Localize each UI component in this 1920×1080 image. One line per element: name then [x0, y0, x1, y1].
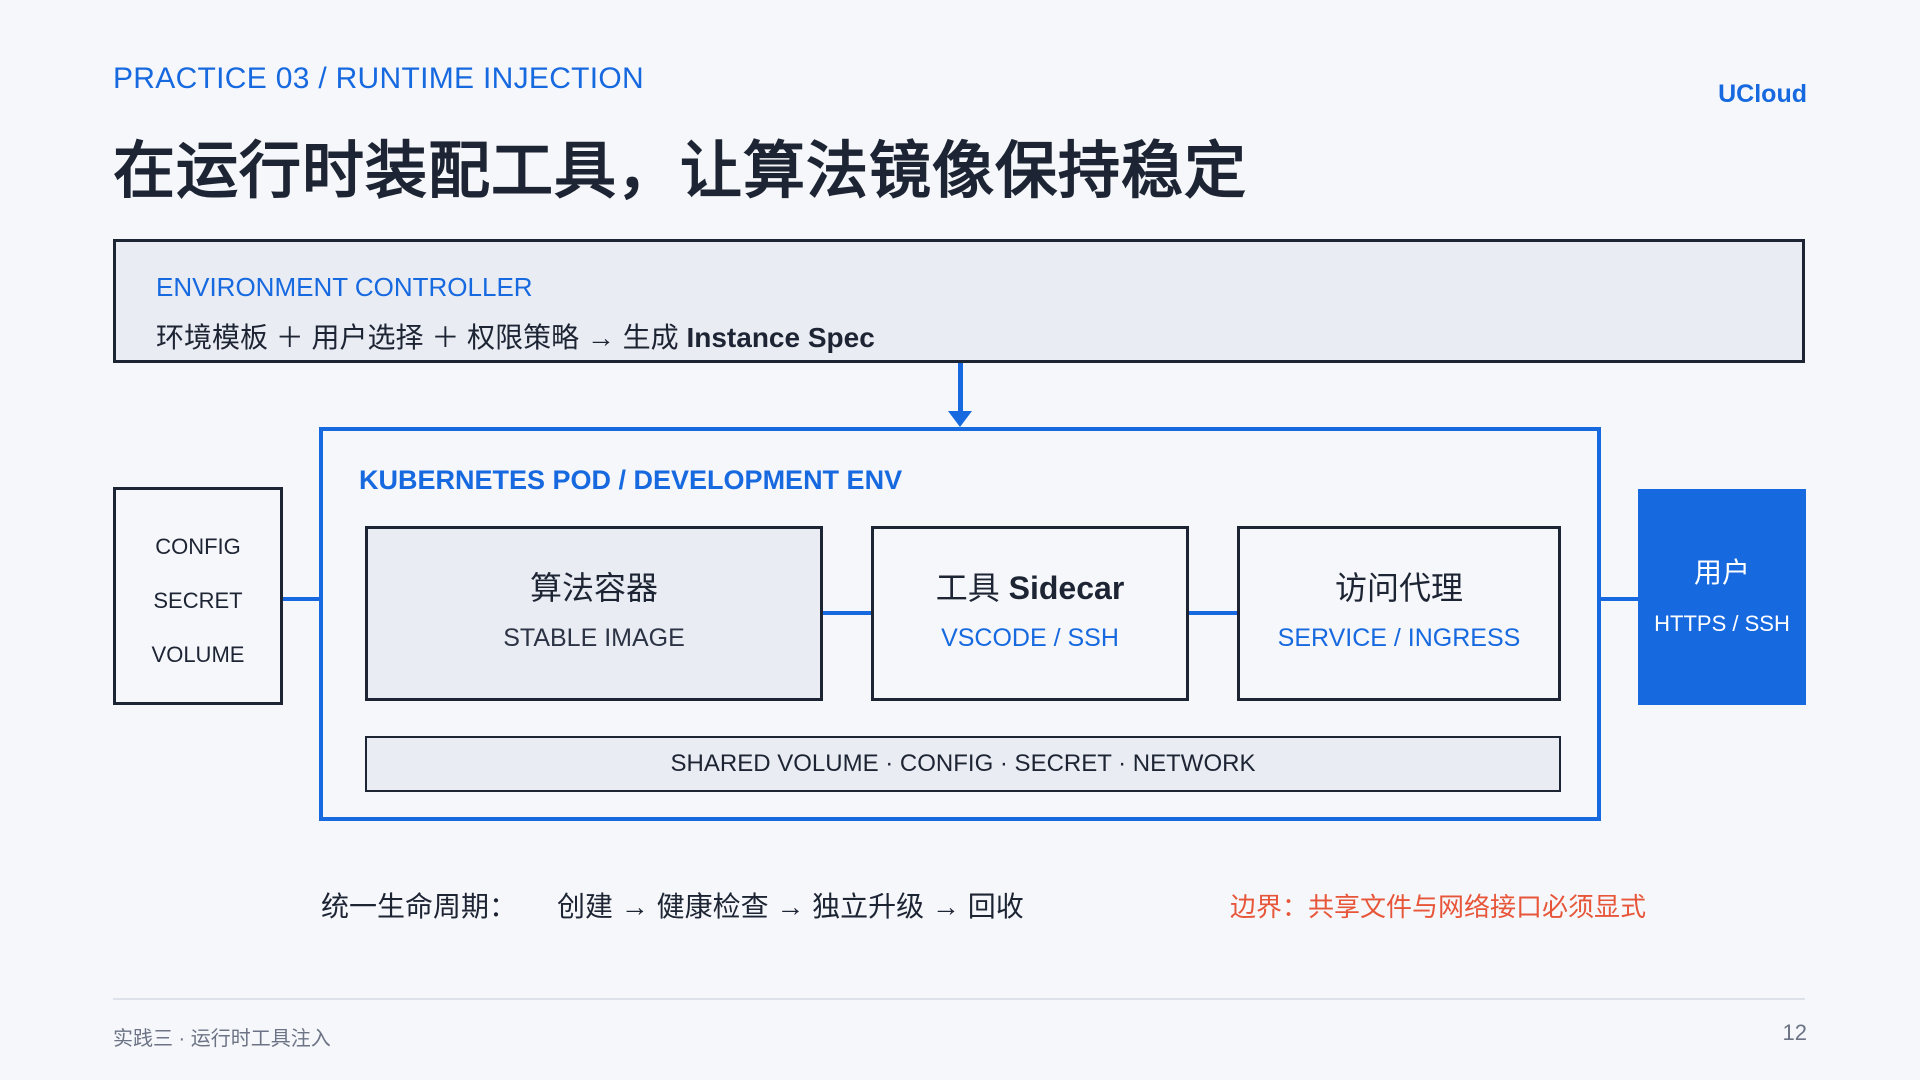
connector-algo-sidecar: [823, 611, 871, 615]
arrow-down-icon: [948, 411, 972, 427]
connector-sidecar-proxy: [1189, 611, 1237, 615]
access-proxy-sub: SERVICE / INGRESS: [1277, 624, 1521, 652]
controller-flow-output: Instance Spec: [686, 322, 875, 353]
config-secret-volume-box: CONFIG SECRET VOLUME: [113, 487, 283, 705]
shared-resources-bar: SHARED VOLUME · CONFIG · SECRET · NETWOR…: [365, 736, 1561, 792]
tool-sidecar-title: 工具 Sidecar: [874, 563, 1186, 609]
config-item: CONFIG: [155, 534, 241, 559]
boundary-note: 边界：共享文件与网络接口必须显式: [1230, 892, 1647, 922]
kubernetes-pod-box: KUBERNETES POD / DEVELOPMENT ENV 算法容器 ST…: [319, 427, 1601, 821]
tool-sidecar-title-prefix: 工具: [935, 570, 1009, 606]
controller-flow-text: 环境模板 ＋ 用户选择 ＋ 权限策略 → 生成: [156, 322, 687, 353]
lifecycle-label: 统一生命周期：: [321, 891, 518, 922]
volume-item: VOLUME: [151, 642, 245, 667]
footer-divider: [113, 998, 1805, 1000]
access-proxy-box: 访问代理 SERVICE / INGRESS: [1237, 526, 1561, 701]
lifecycle-steps: 创建 → 健康检查 → 独立升级 → 回收: [557, 891, 1024, 922]
controller-to-pod-arrow-line: [958, 363, 963, 413]
pod-label: KUBERNETES POD / DEVELOPMENT ENV: [359, 465, 903, 495]
secret-item: SECRET: [153, 588, 243, 613]
environment-controller-box: ENVIRONMENT CONTROLLER 环境模板 ＋ 用户选择 ＋ 权限策…: [113, 239, 1805, 363]
lifecycle-line: 统一生命周期： 创建 → 健康检查 → 独立升级 → 回收: [321, 885, 1024, 925]
algorithm-container-title: 算法容器: [529, 570, 658, 606]
user-access-methods: HTTPS / SSH: [1654, 611, 1790, 636]
algorithm-container-sub: STABLE IMAGE: [503, 624, 685, 652]
page-title: 在运行时装配工具，让算法镜像保持稳定: [113, 137, 1248, 206]
footer-section: 实践三 · 运行时工具注入: [113, 1028, 331, 1050]
section-eyebrow: PRACTICE 03 / RUNTIME INJECTION: [113, 62, 645, 95]
connector-pod-user: [1601, 597, 1638, 601]
page-number: 12: [1782, 1020, 1807, 1045]
access-proxy-title: 访问代理: [1334, 570, 1463, 606]
user-title: 用户: [1693, 557, 1750, 588]
tool-sidecar-title-bold: Sidecar: [1008, 570, 1125, 606]
brand-logo: UCloud: [1718, 80, 1807, 108]
controller-flow: 环境模板 ＋ 用户选择 ＋ 权限策略 → 生成 Instance Spec: [156, 316, 875, 356]
tool-sidecar-box: 工具 Sidecar VSCODE / SSH: [871, 526, 1189, 701]
tool-sidecar-sub: VSCODE / SSH: [941, 624, 1119, 652]
controller-label: ENVIRONMENT CONTROLLER: [156, 272, 533, 302]
algorithm-container-box: 算法容器 STABLE IMAGE: [365, 526, 823, 701]
user-box: 用户 HTTPS / SSH: [1638, 489, 1806, 705]
connector-config-pod: [283, 597, 319, 601]
